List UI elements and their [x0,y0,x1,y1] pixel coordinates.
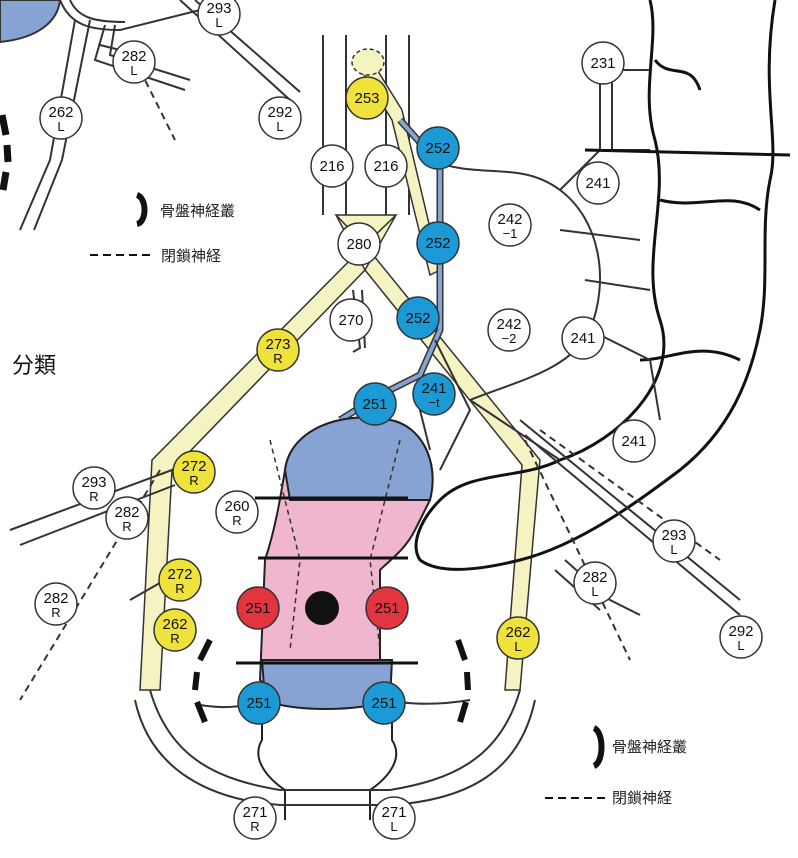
mesentery-arcades [430,70,660,460]
node-side: R [122,519,131,534]
node-station-251: 251 [238,682,280,724]
node-side: L [276,119,283,134]
node-station-270: 270 [330,299,372,341]
node-station-271-R: 271R [234,797,276,839]
node-station-251: 251 [237,587,279,629]
legend-bottom: 骨盤神経叢 閉鎖神経 [545,728,687,807]
legend-top-plexus-label: 骨盤神経叢 [160,202,235,220]
node-side: −t [428,395,440,410]
node-number: 216 [373,158,398,175]
node-number: 252 [425,235,450,252]
node-number: 253 [354,90,379,107]
node-side: L [514,639,521,654]
node-station-293-L: 293L [653,520,695,562]
node-side: R [175,581,184,596]
node-number: 280 [346,236,371,253]
node-station-251: 251 [366,587,408,629]
node-number: 251 [362,396,387,413]
node-side: R [189,473,198,488]
node-station-241: 241 [562,317,604,359]
node-number: 270 [338,312,363,329]
node-station-252: 252 [417,222,459,264]
legend-bottom-obturator-label: 閉鎖神経 [612,789,672,807]
node-station-241-t: 241−t [413,373,455,415]
node-number: 251 [374,600,399,617]
plexus-legend-icon [137,195,145,224]
node-station-231: 231 [582,42,624,84]
node-side: R [273,351,282,366]
node-side: R [232,513,241,528]
plexus-legend-icon-bottom [594,728,602,766]
node-station-251: 251 [354,383,396,425]
legend-bottom-plexus-label: 骨盤神経叢 [612,738,687,756]
node-station-253: 253 [346,77,388,119]
node-number: 241 [621,433,646,450]
colon-level-line [585,150,790,155]
node-station-280: 280 [338,223,380,265]
node-station-242-1: 242−1 [489,204,531,246]
node-station-282-L: 282L [574,562,616,604]
node-side: R [51,605,60,620]
node-number: 252 [425,140,450,157]
legend-top: 骨盤神経叢 閉鎖神経 [90,195,235,265]
node-number: 216 [319,158,344,175]
node-number: 241 [570,330,595,347]
node-station-262-R: 262R [154,609,196,651]
node-side: L [215,15,222,30]
sigmoid-colon [416,0,775,569]
node-station-251: 251 [363,682,405,724]
legend-top-obturator-label: 閉鎖神経 [161,247,221,265]
plexus-mark-top-left [2,115,8,190]
node-station-252: 252 [417,127,459,169]
side-label: 分類 [12,354,56,379]
node-station-282-R: 282R [35,583,77,625]
rectum [258,417,432,820]
node-station-241: 241 [613,420,655,462]
node-number: 251 [246,695,271,712]
node-side: −1 [503,226,518,241]
node-station-252: 252 [397,297,439,339]
node-side: R [89,489,98,504]
node-station-216: 216 [311,145,353,187]
node-side: L [591,584,598,599]
node-station-241: 241 [577,162,619,204]
node-side: L [670,542,677,557]
node-side: −2 [502,331,517,346]
tumor-dot [305,591,339,625]
node-number: 241 [585,175,610,192]
node-station-282-L: 282L [113,41,155,83]
node-side: R [170,631,179,646]
node-station-242-2: 242−2 [488,309,530,351]
node-side: L [737,638,744,653]
node-number: 231 [590,55,615,72]
node-station-216: 216 [365,145,407,187]
node-side: L [57,119,64,134]
node-side: L [130,63,137,78]
node-side: R [250,819,259,834]
node-number: 251 [245,600,270,617]
top-left-organ [0,0,200,42]
node-side: L [390,819,397,834]
node-number: 252 [405,310,430,327]
node-station-273-R: 273R [257,329,299,371]
node-number: 251 [371,695,396,712]
node-station-272-R: 272R [159,559,201,601]
node-station-293-R: 293R [73,467,115,509]
